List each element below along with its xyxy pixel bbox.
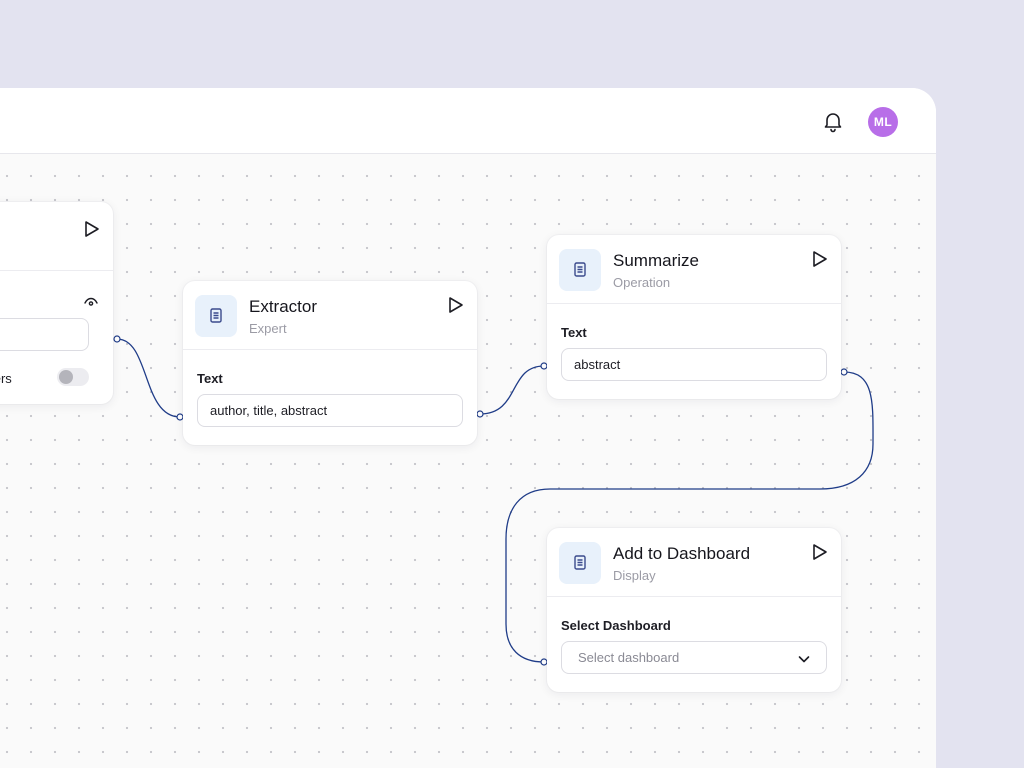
document-icon	[559, 542, 601, 584]
node-subtitle: Operation	[613, 275, 671, 290]
edge-left-to-extractor	[116, 338, 181, 418]
dashboard-select[interactable]: Select dashboard	[561, 641, 827, 674]
node-extractor[interactable]: Extractor Expert Text author, title, abs…	[183, 281, 477, 445]
eye-icon[interactable]	[83, 294, 99, 310]
node-partial-left[interactable]: inters	[0, 202, 113, 404]
play-icon[interactable]	[809, 249, 829, 269]
node-title: Add to Dashboard	[613, 544, 751, 563]
node-header	[0, 202, 113, 271]
play-icon[interactable]	[445, 295, 465, 315]
play-icon[interactable]	[809, 542, 829, 562]
port-left-out	[113, 335, 121, 343]
node-header: Extractor Expert	[183, 281, 477, 350]
play-icon[interactable]	[81, 219, 101, 239]
app-window: ML	[0, 88, 936, 768]
field-label: Select Dashboard	[561, 618, 671, 633]
bell-icon[interactable]	[821, 109, 845, 133]
document-icon	[195, 295, 237, 337]
pointers-toggle[interactable]	[57, 368, 89, 386]
node-summarize[interactable]: Summarize Operation Text abstract	[547, 235, 841, 399]
top-bar: ML	[0, 88, 936, 154]
toggle-knob	[59, 370, 73, 384]
node-header: Summarize Operation	[547, 235, 841, 304]
node-add-to-dashboard[interactable]: Add to Dashboard Display Select Dashboar…	[547, 528, 841, 692]
node-subtitle: Display	[613, 568, 656, 583]
node-title: Extractor	[249, 297, 318, 316]
workflow-canvas[interactable]: inters Extractor Expert	[0, 154, 936, 768]
text-input[interactable]: abstract	[561, 348, 827, 381]
node-header: Add to Dashboard Display	[547, 528, 841, 597]
select-placeholder: Select dashboard	[578, 650, 680, 665]
text-input[interactable]: author, title, abstract	[197, 394, 463, 427]
document-icon	[559, 249, 601, 291]
left-node-input[interactable]	[0, 318, 89, 351]
left-node-row-label: inters	[0, 371, 12, 386]
port-summarize-out	[840, 368, 848, 376]
edge-extractor-to-summarize	[479, 365, 545, 415]
port-extractor-out	[476, 410, 484, 418]
user-avatar[interactable]: ML	[868, 107, 898, 137]
node-title: Summarize	[613, 251, 699, 270]
field-label: Text	[561, 325, 587, 340]
field-label: Text	[197, 371, 223, 386]
node-subtitle: Expert	[249, 321, 287, 336]
chevron-down-icon	[796, 651, 812, 667]
